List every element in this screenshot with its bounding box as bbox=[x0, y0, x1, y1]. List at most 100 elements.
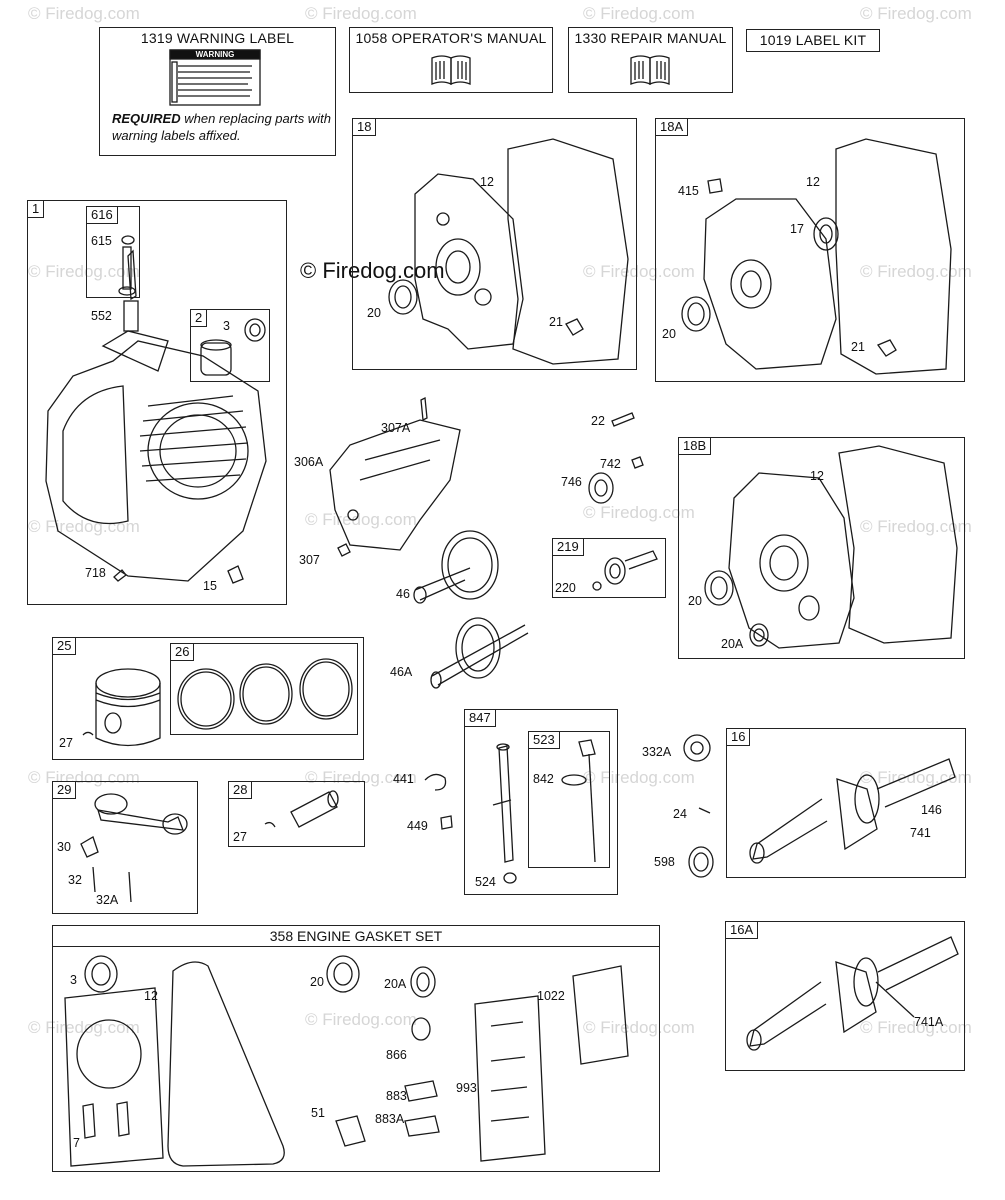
part-label-552: 552 bbox=[91, 309, 112, 323]
part-label-24: 24 bbox=[673, 807, 687, 821]
part-label-741a: 741A bbox=[914, 1015, 944, 1029]
part-label-746: 746 bbox=[561, 475, 582, 489]
required-note-text: when replacing parts with warning labels… bbox=[112, 111, 331, 143]
group-18a-box: 18A 415 12 17 20 21 bbox=[655, 118, 965, 382]
part-label-307a: 307A bbox=[381, 421, 411, 435]
warning-label-title: 1319 WARNING LABEL bbox=[140, 30, 295, 46]
part-label-332a: 332A bbox=[642, 745, 672, 759]
part-label-866: 866 bbox=[386, 1048, 407, 1062]
part-label-51: 51 bbox=[311, 1106, 325, 1120]
part-label-883: 883 bbox=[386, 1089, 407, 1103]
group-16a-box: 16A 741A bbox=[725, 921, 965, 1071]
repair-manual-box: 1330 REPAIR MANUAL bbox=[568, 27, 733, 93]
book-icon bbox=[630, 55, 670, 85]
part-label-20: 20 bbox=[662, 327, 676, 341]
part-label-46: 46 bbox=[396, 587, 410, 601]
group-2-box: 2 3 bbox=[190, 309, 270, 382]
label-kit-title: 1019 LABEL KIT bbox=[759, 32, 867, 48]
part-label-718: 718 bbox=[85, 566, 106, 580]
group-25-tab: 25 bbox=[53, 638, 77, 655]
part-label-32a: 32A bbox=[96, 893, 119, 907]
part-label-20a: 20A bbox=[384, 977, 407, 991]
part-label-21: 21 bbox=[851, 340, 865, 354]
group-18b-tab: 18B bbox=[679, 438, 712, 455]
part-label-415: 415 bbox=[678, 184, 699, 198]
group-18-box: 18 12 20 21 bbox=[352, 118, 637, 370]
part-label-220: 220 bbox=[555, 581, 576, 595]
group-219-tab: 219 bbox=[553, 539, 584, 556]
repair-manual-title: 1330 REPAIR MANUAL bbox=[574, 30, 727, 46]
group-523-tab: 523 bbox=[529, 732, 560, 749]
crankcase-cover-drawing bbox=[388, 138, 629, 365]
part-label-524: 524 bbox=[475, 875, 496, 889]
part-label-17: 17 bbox=[790, 222, 804, 236]
connecting-rod-drawing bbox=[80, 793, 188, 903]
part-label-15: 15 bbox=[203, 579, 217, 593]
part-label-307: 307 bbox=[299, 553, 320, 567]
dipstick-drawing bbox=[561, 739, 596, 863]
part-label-12: 12 bbox=[810, 469, 824, 483]
warning-sign-image bbox=[169, 49, 261, 106]
group-29-tab: 29 bbox=[53, 782, 77, 799]
group-25-box: 25 27 bbox=[52, 637, 364, 760]
group-29-box: 29 30 32 32A bbox=[52, 781, 198, 914]
part-label-20: 20 bbox=[367, 306, 381, 320]
part-label-3: 3 bbox=[70, 973, 77, 987]
group-16a-tab: 16A bbox=[726, 922, 759, 939]
part-label-449: 449 bbox=[407, 819, 428, 833]
engine-gasket-set-header: 358 ENGINE GASKET SET bbox=[53, 926, 659, 947]
part-label-3: 3 bbox=[223, 319, 230, 333]
group-2-tab: 2 bbox=[191, 310, 208, 327]
part-label-30: 30 bbox=[57, 840, 71, 854]
part-label-842: 842 bbox=[533, 772, 554, 786]
group-26-tab: 26 bbox=[171, 644, 195, 661]
sleeve-seal-drawing bbox=[200, 318, 266, 376]
part-label-20a: 20A bbox=[721, 637, 744, 651]
part-label-1022: 1022 bbox=[537, 989, 565, 1003]
group-523-box: 523 842 bbox=[528, 731, 610, 868]
group-847-box: 847 524 bbox=[464, 709, 618, 895]
label-kit-box: 1019 LABEL KIT bbox=[746, 29, 880, 52]
group-16-box: 16 146 741 bbox=[726, 728, 966, 878]
engine-gasket-set-box: 358 ENGINE GASKET SET 3 12 7 20 20A 1022… bbox=[52, 925, 660, 1172]
group-28-tab: 28 bbox=[229, 782, 253, 799]
piston-drawing bbox=[82, 668, 161, 747]
part-label-12: 12 bbox=[480, 175, 494, 189]
piston-pin-drawing bbox=[264, 790, 339, 828]
part-label-7: 7 bbox=[73, 1136, 80, 1150]
part-label-20: 20 bbox=[310, 975, 324, 989]
piston-rings-drawing bbox=[177, 658, 353, 730]
governor-gear-drawing bbox=[592, 550, 658, 591]
crankshaft-drawing bbox=[749, 758, 956, 864]
part-label-22: 22 bbox=[591, 414, 605, 428]
part-label-306a: 306A bbox=[294, 455, 324, 469]
warning-label-box: 1319 WARNING LABEL WARNING REQUIRED when… bbox=[99, 27, 336, 156]
operators-manual-box: 1058 OPERATOR'S MANUAL bbox=[349, 27, 553, 93]
group-847-tab: 847 bbox=[465, 710, 496, 727]
part-label-993: 993 bbox=[456, 1081, 477, 1095]
group-18a-tab: 18A bbox=[656, 119, 689, 136]
gasket-set-drawing bbox=[64, 955, 629, 1167]
part-label-742: 742 bbox=[600, 457, 621, 471]
part-label-741: 741 bbox=[910, 826, 931, 840]
part-label-46a: 46A bbox=[390, 665, 413, 679]
required-note: REQUIRED when replacing parts with warni… bbox=[112, 110, 332, 144]
group-219-box: 219 220 bbox=[552, 538, 666, 598]
part-label-615: 615 bbox=[91, 234, 112, 248]
part-label-12: 12 bbox=[806, 175, 820, 189]
dipstick-tube-drawing bbox=[492, 743, 517, 884]
operators-manual-title: 1058 OPERATOR'S MANUAL bbox=[355, 30, 547, 46]
group-28-box: 28 27 bbox=[228, 781, 365, 847]
required-note-bold: REQUIRED bbox=[112, 111, 181, 126]
crankshaft-drawing bbox=[746, 936, 959, 1051]
part-label-27: 27 bbox=[233, 830, 247, 844]
part-label-441: 441 bbox=[393, 772, 414, 786]
group-616-tab: 616 bbox=[87, 207, 118, 224]
group-26-box: 26 bbox=[170, 643, 358, 735]
part-label-21: 21 bbox=[549, 315, 563, 329]
group-1-tab: 1 bbox=[28, 201, 45, 218]
group-616-box: 616 615 bbox=[86, 206, 140, 298]
copyright-notice: © Firedog.com bbox=[300, 258, 445, 283]
valve-drawing bbox=[118, 235, 136, 296]
